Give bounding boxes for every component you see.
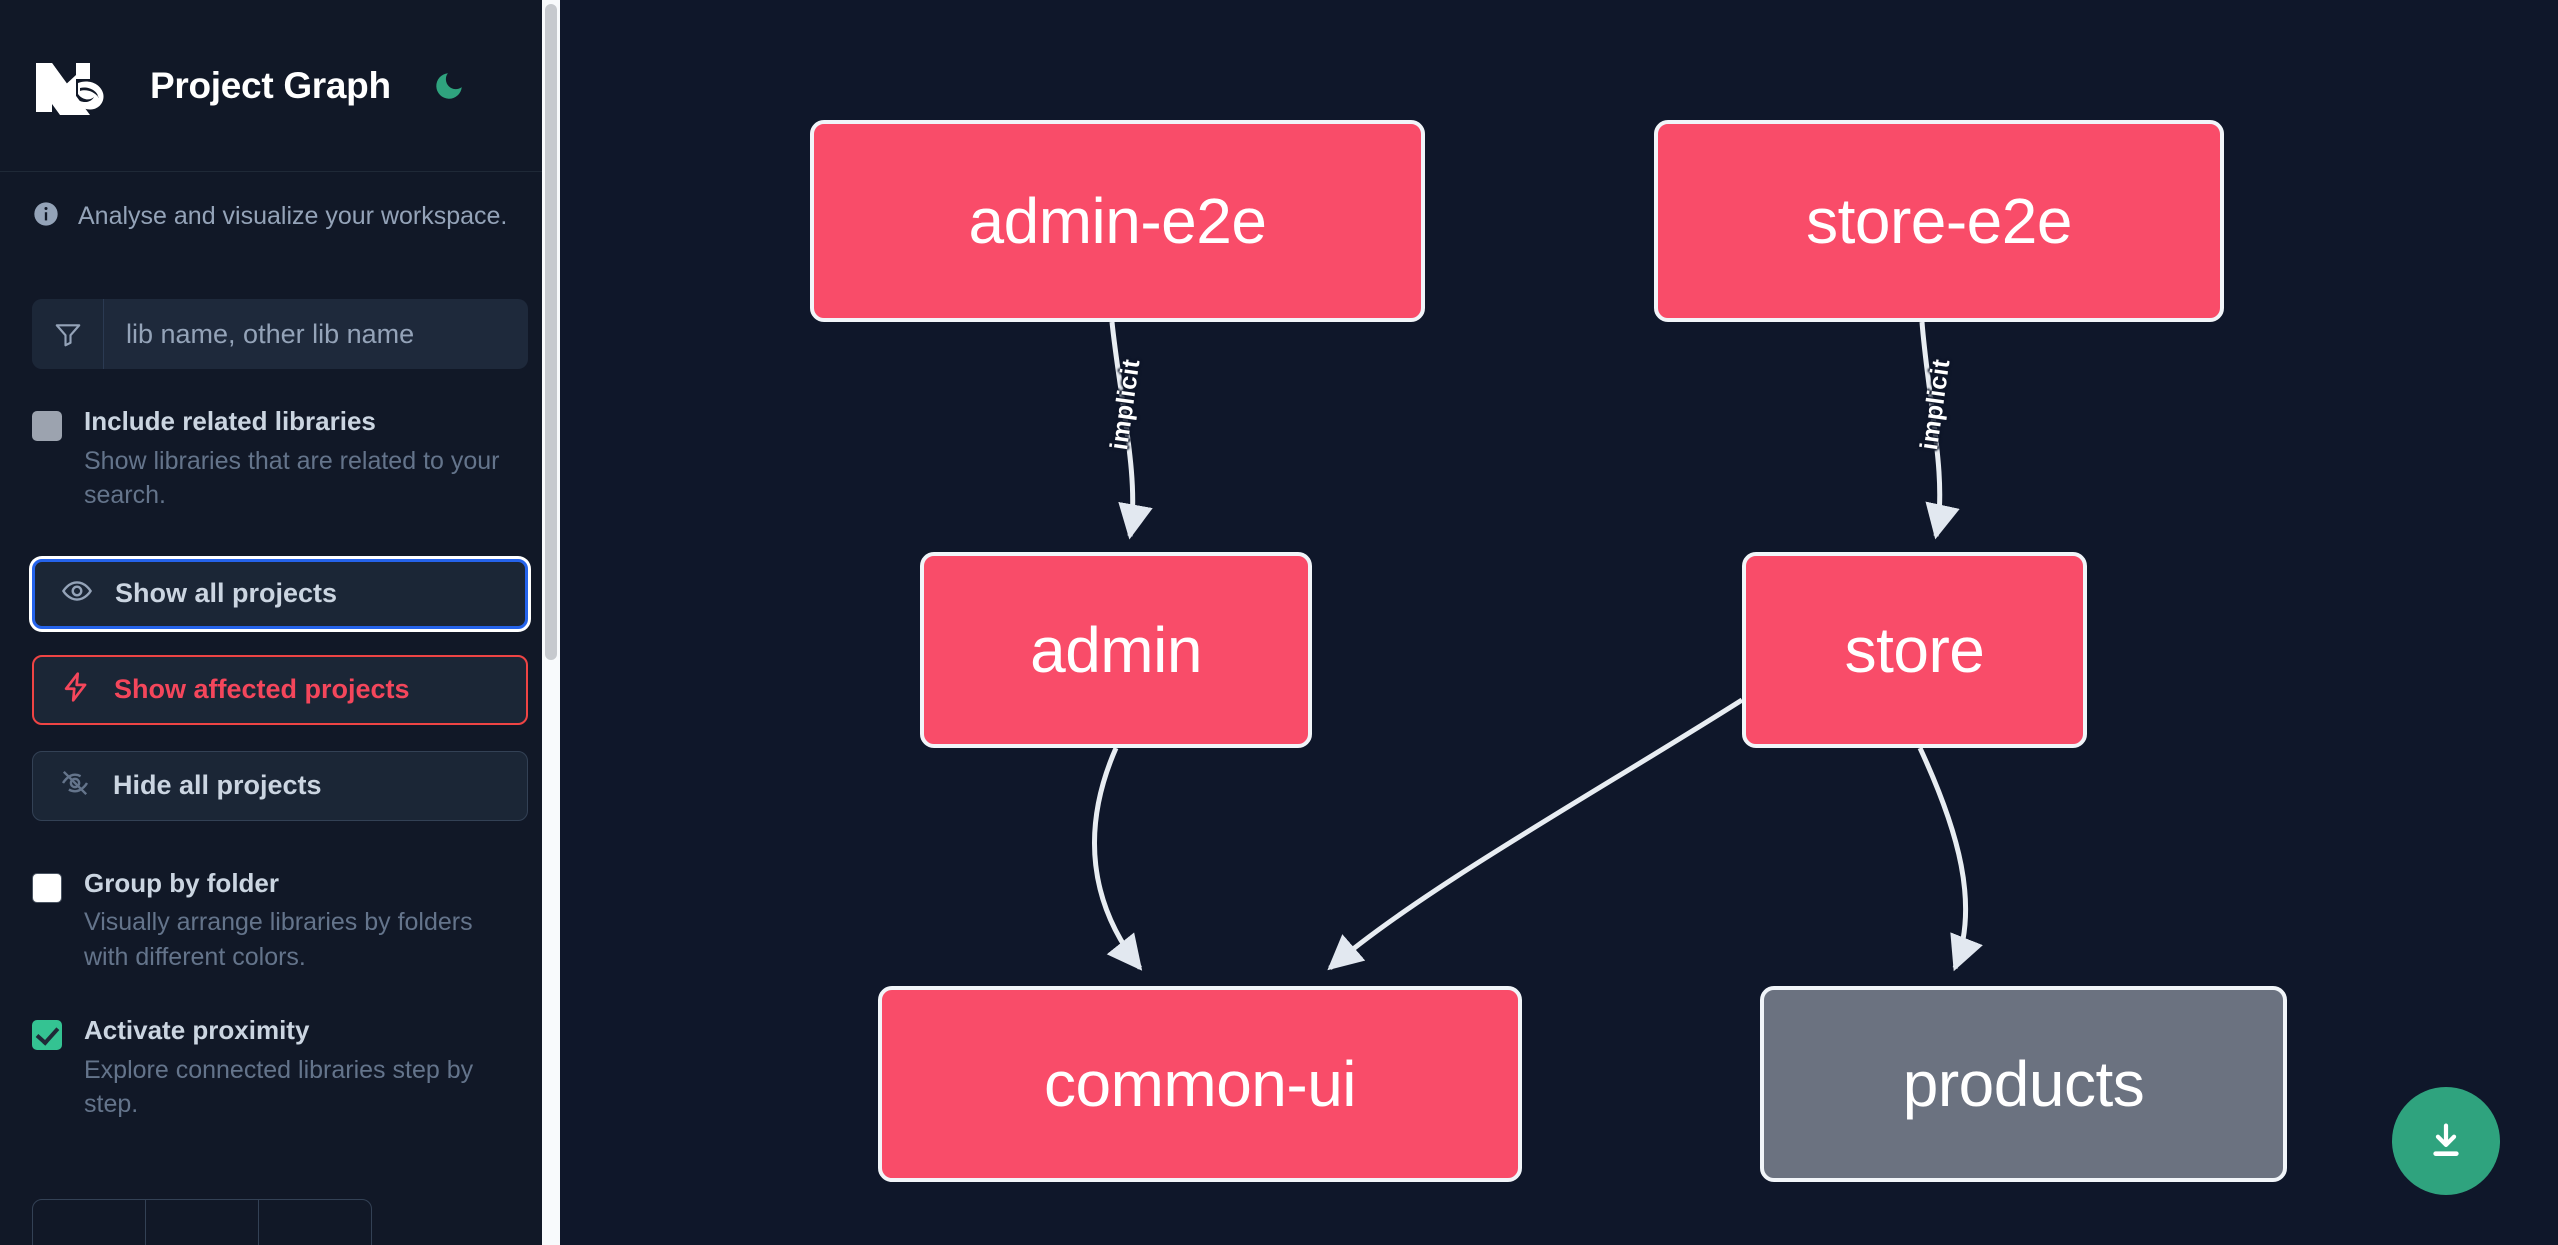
graph-node-admin-e2e[interactable]: admin-e2e: [810, 120, 1425, 322]
option-description: Explore connected libraries step by step…: [84, 1055, 474, 1119]
nx-logo-icon: [32, 57, 118, 115]
show-all-projects-label: Show all projects: [115, 578, 338, 608]
search-input[interactable]: [104, 299, 528, 369]
page-title: Project Graph: [150, 64, 391, 106]
option-group-by-folder[interactable]: Group by folder Visually arrange librari…: [32, 867, 528, 975]
proximity-decrease-button[interactable]: [33, 1200, 146, 1245]
edge-store-e2e-store: [1919, 321, 1960, 540]
option-activate-proximity[interactable]: Activate proximity Explore connected lib…: [32, 1014, 528, 1122]
eye-off-icon: [59, 767, 91, 804]
edge-admin-common-ui: [1092, 746, 1143, 971]
info-banner: Analyse and visualize your workspace.: [0, 172, 560, 233]
option-description: Show libraries that are related to your …: [84, 446, 500, 510]
funnel-icon: [32, 299, 104, 369]
option-title: Activate proximity: [84, 1015, 310, 1045]
checkbox-group-by-folder[interactable]: [32, 872, 62, 903]
sidebar-scrollbar-thumb[interactable]: [545, 4, 557, 660]
download-image-button[interactable]: [2392, 1087, 2500, 1195]
sidebar-body: Include related libraries Show libraries…: [0, 299, 560, 1122]
checkbox-include-related-libraries[interactable]: [32, 411, 62, 441]
edge-store-common-ui: [1327, 697, 1744, 971]
sidebar-scrollbar[interactable]: [542, 0, 560, 1245]
info-text: Analyse and visualize your workspace.: [78, 202, 508, 231]
option-include-related-libraries[interactable]: Include related libraries Show libraries…: [32, 405, 528, 513]
graph-canvas[interactable]: admin-e2e store-e2e admin store common-ui pro…: [560, 0, 2558, 1245]
hide-all-projects-button[interactable]: Hide all projects: [32, 750, 528, 821]
edge-store-products: [1917, 746, 1983, 972]
hide-all-projects-label: Hide all projects: [113, 770, 322, 800]
proximity-stepper-group[interactable]: [32, 1199, 372, 1245]
graph-node-products[interactable]: products: [1760, 986, 2287, 1182]
option-title: Group by folder: [84, 867, 279, 898]
filter-field[interactable]: [32, 299, 528, 369]
graph-node-common-ui[interactable]: common-ui: [878, 986, 1522, 1182]
download-icon: [2433, 1123, 2459, 1156]
graph-node-store-e2e[interactable]: store-e2e: [1654, 120, 2224, 322]
eye-icon: [61, 575, 93, 612]
option-description: Visually arrange libraries by folders wi…: [84, 908, 473, 971]
proximity-value: [146, 1200, 259, 1245]
show-affected-projects-button[interactable]: Show affected projects: [32, 654, 528, 725]
graph-edges: [1092, 321, 1983, 972]
moon-icon[interactable]: [429, 66, 469, 106]
checkbox-activate-proximity[interactable]: [32, 1020, 62, 1050]
graph-node-admin[interactable]: admin: [920, 552, 1312, 748]
lightning-icon: [60, 671, 92, 708]
info-icon: [32, 200, 60, 233]
sidebar: Project Graph Analyse and visualize your…: [0, 0, 560, 1245]
show-affected-projects-label: Show affected projects: [114, 674, 410, 704]
proximity-increase-button[interactable]: [259, 1200, 371, 1245]
option-title: Include related libraries: [84, 406, 376, 436]
show-all-projects-button[interactable]: Show all projects: [32, 558, 528, 629]
graph-node-store[interactable]: store: [1742, 552, 2087, 748]
edge-admin-e2e-admin: [1109, 321, 1153, 540]
sidebar-header: Project Graph: [0, 0, 560, 172]
